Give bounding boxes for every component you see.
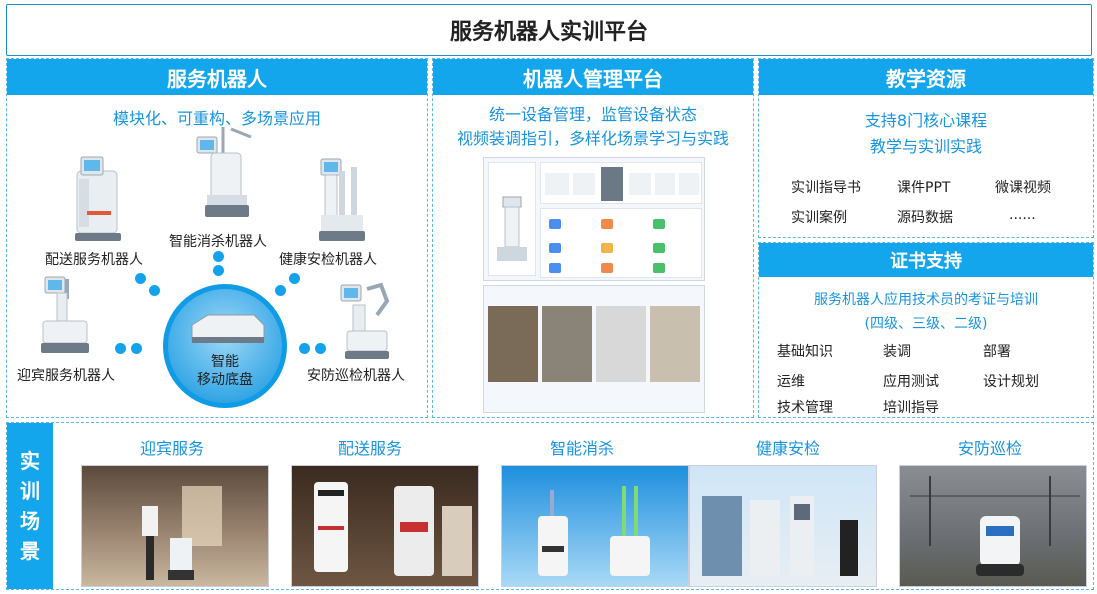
service-robots-header: 服务机器人	[7, 59, 427, 95]
robot-list-bar	[540, 162, 702, 204]
connector-dot	[315, 343, 326, 354]
device-sidebar	[488, 162, 536, 276]
scene-title-health: 健康安检	[755, 439, 820, 458]
resources-line2: 教学与实训实践	[869, 137, 982, 156]
security-robot-label: 安防巡检机器人	[307, 368, 405, 384]
reception-robot-label: 迎宾服务机器人	[17, 368, 115, 384]
disinfection-robot-label: 智能消杀机器人	[169, 234, 267, 250]
module-grid	[540, 208, 702, 278]
certificate-item: 技术管理	[777, 400, 833, 416]
scene-title-delivery: 配送服务	[337, 439, 402, 458]
resource-item: 实训指导书	[791, 180, 861, 196]
certificate-item: 装调	[883, 344, 911, 360]
service-robots-panel: 服务机器人 模块化、可重构、多场景应用 配送服务机器人 智能消杀机器人	[6, 58, 428, 418]
connector-dot	[213, 265, 224, 276]
reception-robot-image	[35, 273, 95, 357]
mobile-chassis-circle: 智能 移动底盘	[163, 284, 287, 408]
scene-image-disinfection	[501, 465, 689, 587]
scene-thumb	[542, 306, 592, 382]
delivery-robot-label: 配送服务机器人	[45, 252, 143, 268]
connector-dot	[213, 251, 224, 262]
resource-item: ......	[1009, 207, 1036, 223]
side-char: 实	[20, 449, 40, 473]
certificate-item: 基础知识	[777, 344, 833, 360]
certificate-panel: 证书支持 服务机器人应用技术员的考证与培训 (四级、三级、二级) 基础知识 装调…	[758, 242, 1094, 418]
chassis-label-line1: 智能	[211, 354, 239, 370]
scene-thumb	[596, 306, 646, 382]
scene-image-delivery	[291, 465, 479, 587]
side-char: 场	[20, 509, 40, 533]
management-platform-panel: 机器人管理平台 统一设备管理，监管设备状态 视频装调指引，多样化场景学习与实践	[432, 58, 754, 418]
connector-dot	[275, 285, 286, 296]
connector-dot	[299, 343, 310, 354]
scene-image-reception	[81, 465, 269, 587]
service-robots-subtitle: 模块化、可重构、多场景应用	[112, 109, 321, 128]
scene-image-security	[899, 465, 1087, 587]
scene-title-reception: 迎宾服务	[139, 439, 204, 458]
certificate-header: 证书支持	[759, 243, 1093, 277]
delivery-robot-image	[67, 153, 129, 245]
management-platform-header: 机器人管理平台	[433, 59, 753, 95]
connector-dot	[289, 273, 300, 284]
certificate-item: 培训指导	[883, 400, 939, 416]
scene-image-health	[689, 465, 877, 587]
disinfection-robot-image	[193, 125, 257, 221]
training-scenes-side-label: 实 训 场 景	[7, 423, 53, 589]
resource-item: 微课视频	[995, 180, 1051, 196]
teaching-resources-header: 教学资源	[759, 59, 1093, 95]
teaching-resources-panel: 教学资源 支持8门核心课程 教学与实训实践 实训指导书 课件PPT 微课视频 实…	[758, 58, 1094, 238]
security-robot-image	[337, 281, 397, 363]
chassis-icon	[191, 314, 265, 343]
connector-dot	[115, 343, 126, 354]
resource-item: 实训案例	[791, 210, 847, 226]
management-line2: 视频装调指引，多样化场景学习与实践	[456, 129, 729, 148]
connector-dot	[149, 285, 160, 296]
chassis-label-line2: 移动底盘	[197, 372, 253, 388]
scene-thumb	[650, 306, 700, 382]
scene-title-security: 安防巡检	[957, 439, 1022, 458]
resources-line1: 支持8门核心课程	[864, 111, 988, 130]
health-robot-label: 健康安检机器人	[279, 252, 377, 268]
certificate-item: 应用测试	[883, 374, 939, 390]
scene-thumb	[488, 306, 538, 382]
certificate-item: 部署	[983, 344, 1011, 360]
certificate-item: 设计规划	[983, 374, 1039, 390]
certificate-line2: (四级、三级、二级)	[864, 316, 988, 332]
resource-item: 课件PPT	[897, 180, 951, 196]
device-management-screenshot	[483, 157, 705, 281]
management-line1: 统一设备管理，监管设备状态	[488, 105, 697, 124]
connector-dot	[131, 343, 142, 354]
training-scenes-panel: 实 训 场 景 迎宾服务 配送服务 智能消杀 健康安检 安防巡检	[6, 422, 1094, 590]
robot-thumbnail-icon	[497, 196, 527, 261]
certificate-line1: 服务机器人应用技术员的考证与培训	[814, 292, 1038, 308]
scene-title-disinfection: 智能消杀	[549, 439, 614, 458]
scene-learning-screenshot	[483, 285, 705, 413]
page-title: 服务机器人实训平台	[6, 4, 1092, 56]
connector-dot	[135, 273, 146, 284]
certificate-item: 运维	[777, 374, 805, 390]
side-char: 景	[20, 539, 40, 563]
resource-item: 源码数据	[897, 210, 953, 226]
health-robot-image	[311, 155, 369, 245]
side-char: 训	[20, 479, 40, 503]
